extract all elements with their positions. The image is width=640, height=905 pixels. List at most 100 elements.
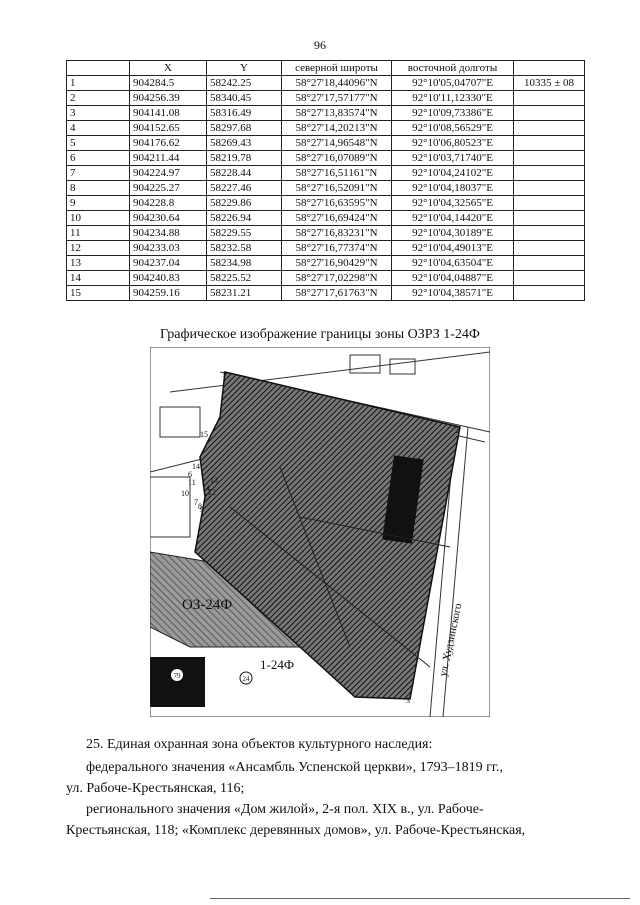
object-24-marker: [239, 671, 253, 685]
table-cell: 58229.86: [206, 195, 282, 211]
table-cell: 904256.39: [129, 90, 207, 106]
table-cell: 904237.04: [129, 255, 207, 271]
table-cell: 7: [66, 165, 130, 181]
vertex-label: 6: [188, 470, 192, 479]
table-cell: 904211.44: [129, 150, 207, 166]
table-header-cell: Y: [206, 60, 282, 76]
table-cell: 904152.65: [129, 120, 207, 136]
table-cell: 58269.43: [206, 135, 282, 151]
table-cell: [513, 165, 585, 181]
table-cell: 904230.64: [129, 210, 207, 226]
vertex-label: 13: [210, 476, 218, 485]
table-cell: 58°27'16,51161"N: [281, 165, 392, 181]
table-cell: 58°27'16,63595"N: [281, 195, 392, 211]
table-cell: 10: [66, 210, 130, 226]
vertex-label: 12: [208, 488, 216, 497]
vertex-label: 1: [222, 370, 226, 379]
federal-line: федерального значения «Ансамбль Успенско…: [86, 760, 504, 775]
table-cell: 58°27'17,61763"N: [281, 285, 392, 301]
table-cell: 12: [66, 240, 130, 256]
table-cell: 58316.49: [206, 105, 282, 121]
table-cell: 58219.78: [206, 150, 282, 166]
table-cell: [513, 255, 585, 271]
table-cell: 14: [66, 270, 130, 286]
table-cell: 904228.8: [129, 195, 207, 211]
vertex-label: 8: [198, 502, 202, 511]
item-heading: 25. Единая охранная зона объектов культу…: [86, 737, 433, 752]
table-cell: [513, 105, 585, 121]
table-cell: 58225.52: [206, 270, 282, 286]
table-cell: 3: [66, 105, 130, 121]
table-header-cell: [66, 60, 130, 76]
table-cell: [513, 195, 585, 211]
object-24-label: 24: [243, 675, 251, 683]
table-cell: 58°27'16,90429"N: [281, 255, 392, 271]
vertex-label: 7: [194, 498, 198, 507]
table-cell: 92°10'04,18037"E: [391, 180, 514, 196]
table-cell: 904233.03: [129, 240, 207, 256]
table-cell: 904141.08: [129, 105, 207, 121]
vertex-label: 2: [455, 426, 459, 435]
table-cell: 904240.83: [129, 270, 207, 286]
building-block: [382, 455, 424, 544]
table-cell: 58228.44: [206, 165, 282, 181]
vertex-label: 4: [206, 484, 210, 493]
table-cell: 92°10'03,71740"E: [391, 150, 514, 166]
table-cell: 58229.55: [206, 225, 282, 241]
vertex-label: 14: [192, 462, 200, 471]
table-cell: 92°10'05,04707"E: [391, 75, 514, 91]
table-cell: 904234.88: [129, 225, 207, 241]
table-cell: 904259.16: [129, 285, 207, 301]
table-cell: 58242.25: [206, 75, 282, 91]
table-cell: 92°10'04,38571"E: [391, 285, 514, 301]
table-cell: 92°10'04,04887"E: [391, 270, 514, 286]
table-cell: 58°27'17,02298"N: [281, 270, 392, 286]
table-header-row: X Y северной широты восточной долготы: [66, 60, 585, 76]
vertex-label: 15: [200, 430, 208, 439]
table-cell: 58226.94: [206, 210, 282, 226]
table-cell: 58234.98: [206, 255, 282, 271]
table-cell: 13: [66, 255, 130, 271]
regional-line-2: Крестьянская, 118; «Комплекс деревянных …: [66, 823, 526, 838]
table-cell: 92°10'04,14420"E: [391, 210, 514, 226]
table-cell: 58°27'17,57177"N: [281, 90, 392, 106]
object-79-block: [150, 657, 205, 707]
table-cell: 58297.68: [206, 120, 282, 136]
zone-map: 79 24 ОЗ-24Ф 1-24Ф ул. Худзинского 1 2 3…: [150, 347, 490, 717]
table-cell: [513, 90, 585, 106]
table-cell: [513, 285, 585, 301]
table-cell: 92°10'04,32565"E: [391, 195, 514, 211]
table-cell: [513, 135, 585, 151]
table-cell: 58°27'16,69424"N: [281, 210, 392, 226]
table-cell: 92°10'09,73386"E: [391, 105, 514, 121]
vertex-label: 5: [206, 492, 210, 501]
table-cell: 92°10'04,30189"E: [391, 225, 514, 241]
table-cell: 92°10'08,56529"E: [391, 120, 514, 136]
table-cell: [513, 270, 585, 286]
table-cell: 58°27'16,77374"N: [281, 240, 392, 256]
vertex-label: 3: [406, 696, 410, 705]
table-cell: 904224.97: [129, 165, 207, 181]
table-cell: [513, 225, 585, 241]
object-79-label: 79: [174, 672, 182, 680]
table-header-cell: северной широты: [281, 60, 392, 76]
table-cell: 92°10'04,24102"E: [391, 165, 514, 181]
table-cell: 904176.62: [129, 135, 207, 151]
table-header-cell: [513, 60, 585, 76]
table-cell: 11: [66, 225, 130, 241]
table-cell: 58340.45: [206, 90, 282, 106]
table-cell: [513, 210, 585, 226]
table-cell: 58232.58: [206, 240, 282, 256]
